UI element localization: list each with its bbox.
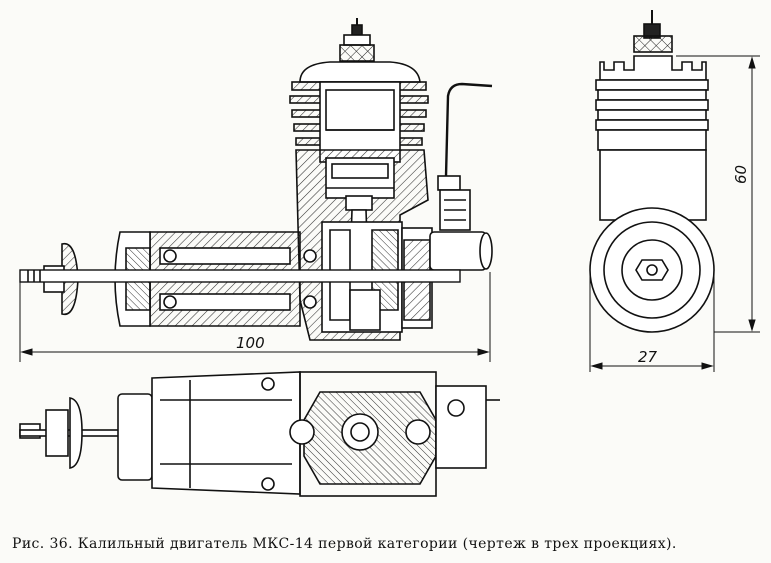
height-dimension-text: 60 — [732, 165, 750, 184]
side-section-view — [19, 18, 493, 341]
length-dimension-text: 100 — [236, 334, 265, 352]
dimension-width: 27 — [589, 270, 715, 372]
glow-plug — [339, 18, 375, 62]
front-view — [589, 10, 715, 333]
dimension-length: 100 — [19, 272, 491, 362]
cylinder-head-cap — [299, 61, 421, 83]
figure-caption: Рис. 36. Калильный двигатель МКС-14 перв… — [12, 536, 677, 552]
dimension-height: 60 — [676, 55, 760, 333]
width-dimension-text: 27 — [638, 348, 658, 366]
top-view — [19, 371, 500, 497]
